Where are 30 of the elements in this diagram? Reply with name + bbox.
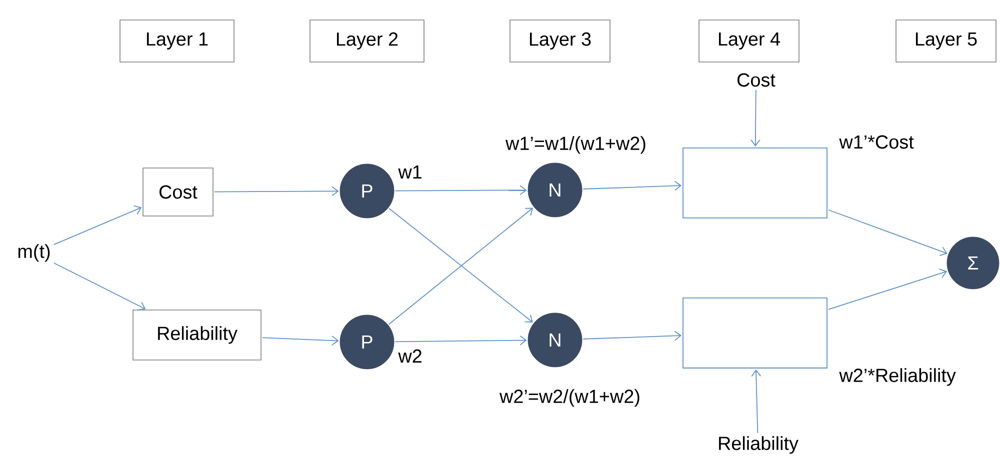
weight-label: w2	[398, 349, 422, 363]
product-box	[682, 298, 828, 368]
weight-label: w1	[398, 165, 422, 178]
arrow	[394, 185, 527, 196]
weight-label: w2’=w2/(w1+w2)	[500, 389, 640, 407]
layer-box: Layer 1	[120, 20, 234, 62]
arrow	[262, 336, 339, 346]
layer-box: Layer 2	[310, 20, 424, 62]
arrow	[750, 89, 760, 147]
arrow	[582, 180, 682, 191]
arrow	[582, 330, 682, 341]
weight-label: w1’*Cost	[839, 135, 914, 149]
arrow	[828, 209, 948, 256]
arrow	[214, 186, 339, 196]
layer-box: Layer 4	[698, 20, 800, 62]
arrow	[828, 268, 948, 310]
input-box: Reliability	[132, 310, 262, 360]
arrow	[54, 205, 142, 245]
arrow	[394, 335, 527, 346]
weight-label: w1’=w1/(w1+w2)	[506, 136, 646, 154]
layer-box: Layer 3	[510, 20, 610, 62]
node-label: m(t)	[18, 244, 50, 262]
weight-label: w2’*Reliability	[839, 368, 956, 386]
arrow	[751, 369, 762, 434]
layer-box: Layer 5	[896, 20, 996, 62]
arrow	[53, 262, 146, 311]
input-box: Cost	[142, 168, 214, 216]
node-label: Reliability	[719, 436, 798, 454]
node-label: Cost	[738, 73, 776, 87]
product-box	[682, 148, 828, 218]
